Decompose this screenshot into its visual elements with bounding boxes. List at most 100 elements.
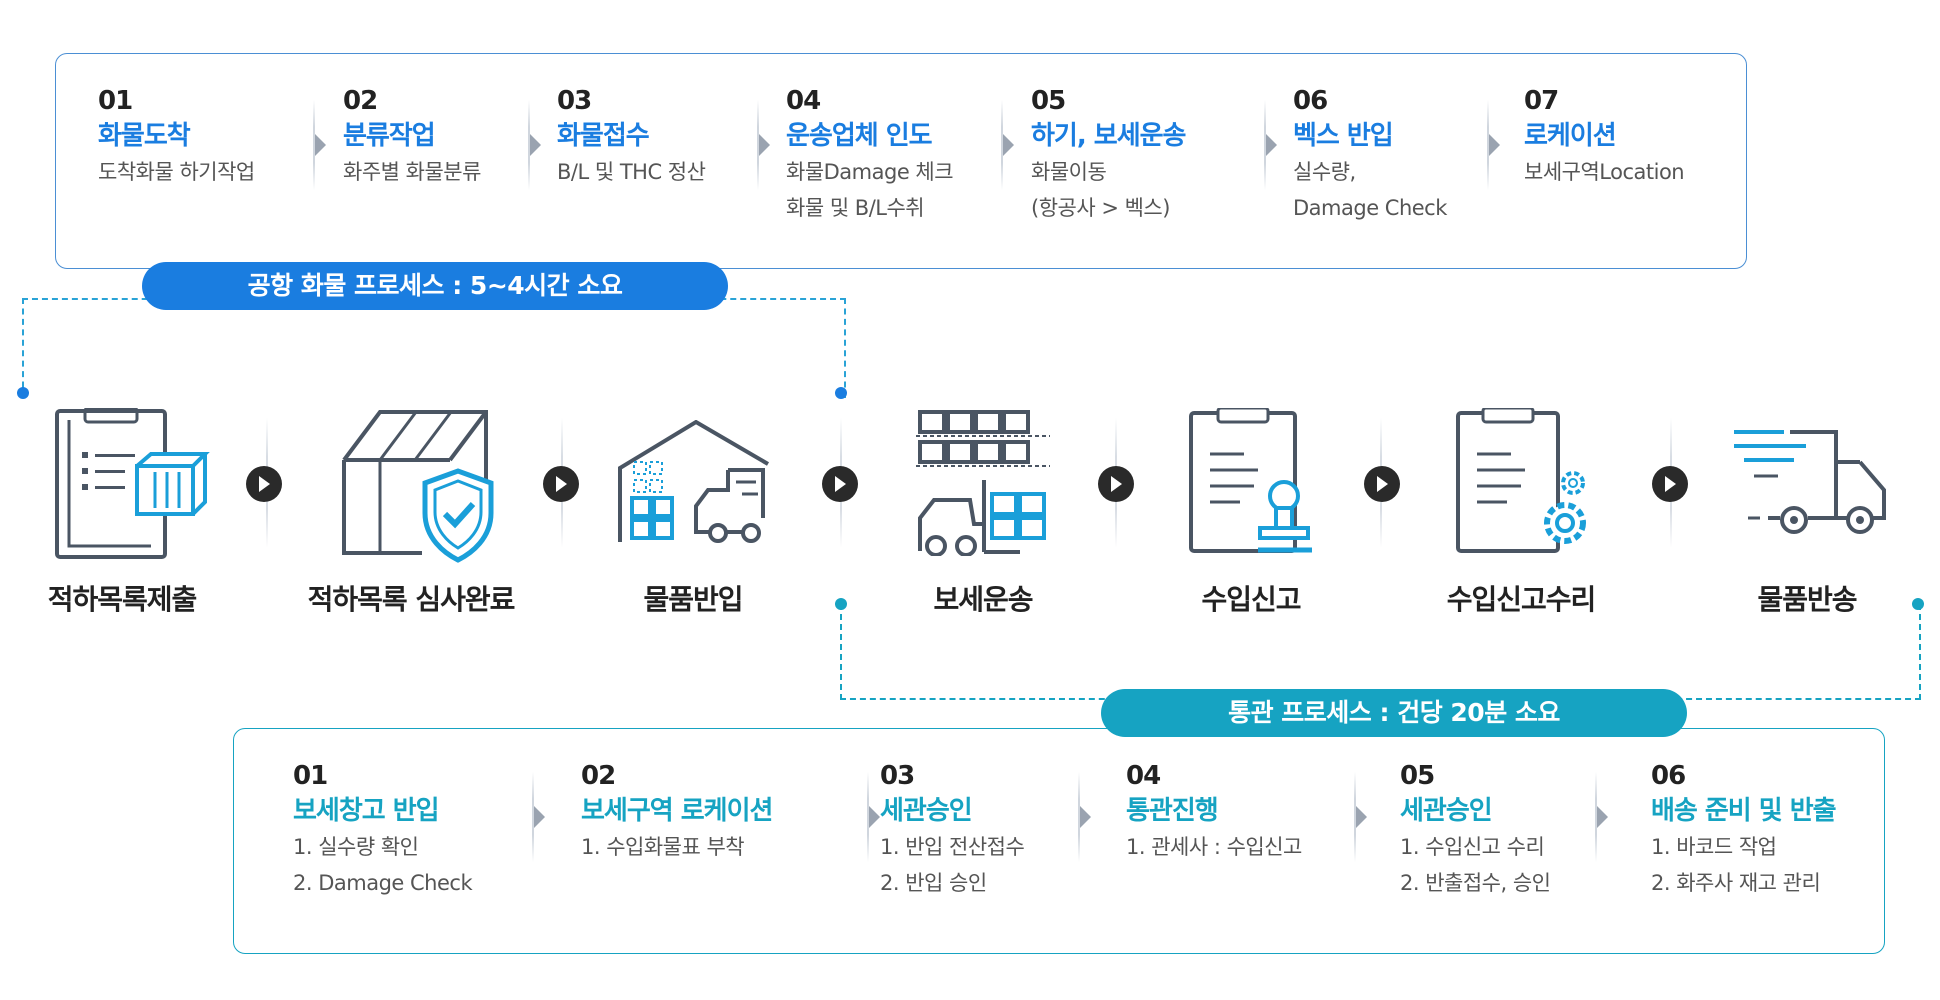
chevron-right-icon	[1489, 134, 1500, 156]
step-desc: 화주별 화물분류	[343, 160, 481, 184]
step-desc: 2. Damage Check	[293, 871, 473, 895]
chevron-right-icon	[1080, 806, 1091, 828]
next-arrow-icon	[543, 466, 579, 502]
step-title: 통관진행	[1126, 796, 1219, 826]
chevron-right-icon	[315, 134, 326, 156]
airport-step-7: 07 로케이션 보세구역Location	[1524, 84, 1685, 190]
step-title: 벡스 반입	[1293, 121, 1394, 151]
step-desc: 화물 및 B/L수취	[786, 196, 925, 220]
customs-step-5: 05 세관승인 1. 수입신고 수리 2. 반출접수, 승인	[1400, 759, 1551, 901]
step-title: 화물접수	[557, 121, 650, 151]
manifest-approved-shield-icon	[340, 408, 495, 567]
step-desc: 화물이동	[1031, 160, 1107, 184]
step-separator	[1001, 100, 1014, 190]
bracket-dot	[1912, 598, 1924, 610]
customs-step-6: 06 배송 준비 및 반출 1. 바코드 작업 2. 화주사 재고 관리	[1651, 759, 1837, 901]
step-number: 07	[1524, 86, 1559, 116]
next-arrow-icon	[822, 466, 858, 502]
step-desc: B/L 및 THC 정산	[557, 160, 706, 184]
step-title: 운송업체 인도	[786, 121, 933, 151]
chevron-right-icon	[1003, 134, 1014, 156]
forklift-boxes-icon	[910, 406, 1060, 560]
warehouse-truck-icon	[618, 419, 778, 549]
airport-step-1: 01 화물도착 도착화물 하기작업	[98, 84, 255, 190]
airport-step-4: 04 운송업체 인도 화물Damage 체크 화물 및 B/L수취	[786, 84, 954, 226]
chevron-right-icon	[1266, 134, 1277, 156]
step-title: 보세창고 반입	[293, 796, 440, 826]
airport-step-3: 03 화물접수 B/L 및 THC 정산	[557, 84, 706, 190]
step-title: 로케이션	[1524, 121, 1617, 151]
step-title: 하기, 보세운송	[1031, 121, 1186, 151]
step-desc: 1. 반입 전산접수	[880, 835, 1025, 859]
bracket-dot	[17, 387, 29, 399]
bracket-dot	[835, 387, 847, 399]
step-number: 04	[786, 86, 821, 116]
chevron-right-icon	[1356, 806, 1367, 828]
stage-label: 적하목록제출	[47, 583, 198, 616]
step-title: 배송 준비 및 반출	[1651, 796, 1837, 826]
step-number: 01	[98, 86, 133, 116]
step-title: 세관승인	[1400, 796, 1493, 826]
step-desc: 2. 화주사 재고 관리	[1651, 871, 1821, 895]
manifest-submit-icon	[55, 406, 210, 567]
step-number: 06	[1293, 86, 1328, 116]
step-desc: 2. 반입 승인	[880, 871, 987, 895]
chevron-right-icon	[1597, 806, 1608, 828]
step-separator	[1595, 772, 1608, 862]
step-title: 보세구역 로케이션	[581, 796, 773, 826]
step-separator	[1078, 772, 1091, 862]
customs-process-panel	[233, 728, 1885, 954]
delivery-truck-icon	[1732, 428, 1892, 547]
step-desc: 1. 수입화물표 부착	[581, 835, 745, 859]
step-number: 02	[581, 761, 616, 791]
step-title: 세관승인	[880, 796, 973, 826]
step-separator	[867, 772, 880, 862]
step-number: 05	[1031, 86, 1066, 116]
step-separator	[1354, 772, 1367, 862]
step-number: 06	[1651, 761, 1686, 791]
next-arrow-icon	[1098, 466, 1134, 502]
airport-step-2: 02 분류작업 화주별 화물분류	[343, 84, 481, 190]
chevron-right-icon	[759, 134, 770, 156]
stage-label: 물품반송	[1757, 583, 1857, 616]
step-separator	[313, 100, 326, 190]
step-desc: Damage Check	[1293, 196, 1447, 220]
chevron-right-icon	[534, 806, 545, 828]
airport-step-6: 06 벡스 반입 실수량, Damage Check	[1293, 84, 1447, 226]
next-arrow-icon	[1652, 466, 1688, 502]
airport-process-bracket	[22, 298, 846, 398]
step-separator	[1487, 100, 1500, 190]
customs-step-3: 03 세관승인 1. 반입 전산접수 2. 반입 승인	[880, 759, 1025, 901]
step-desc: 1. 실수량 확인	[293, 835, 419, 859]
customs-step-4: 04 통관진행 1. 관세사 : 수입신고	[1126, 759, 1302, 865]
step-title: 화물도착	[98, 121, 191, 151]
step-desc: 실수량,	[1293, 160, 1356, 184]
step-title: 분류작업	[343, 121, 436, 151]
step-separator	[1264, 100, 1277, 190]
stage-label: 적하목록 심사완료	[307, 583, 516, 616]
stage-label: 수입신고	[1201, 583, 1301, 616]
next-arrow-icon	[1364, 466, 1400, 502]
step-desc: 도착화물 하기작업	[98, 160, 255, 184]
airport-step-5: 05 하기, 보세운송 화물이동 (항공사 > 벡스)	[1031, 84, 1186, 226]
chevron-right-icon	[530, 134, 541, 156]
step-desc: 1. 관세사 : 수입신고	[1126, 835, 1302, 859]
airport-process-panel	[55, 53, 1747, 269]
step-separator	[532, 772, 545, 862]
step-desc: 화물Damage 체크	[786, 160, 954, 184]
step-number: 04	[1126, 761, 1161, 791]
step-desc: 1. 바코드 작업	[1651, 835, 1777, 859]
next-arrow-icon	[246, 466, 282, 502]
step-number: 05	[1400, 761, 1435, 791]
step-number: 01	[293, 761, 328, 791]
step-separator	[528, 100, 541, 190]
step-desc: (항공사 > 벡스)	[1031, 196, 1170, 220]
stage-label: 물품반입	[643, 583, 743, 616]
step-desc: 2. 반출접수, 승인	[1400, 871, 1551, 895]
airport-process-label: 공항 화물 프로세스 : 5~4시간 소요	[142, 262, 728, 310]
customs-step-2: 02 보세구역 로케이션 1. 수입화물표 부착	[581, 759, 773, 865]
step-number: 02	[343, 86, 378, 116]
stage-label: 보세운송	[933, 583, 1033, 616]
customs-process-bracket	[840, 604, 1921, 700]
step-desc: 1. 수입신고 수리	[1400, 835, 1545, 859]
